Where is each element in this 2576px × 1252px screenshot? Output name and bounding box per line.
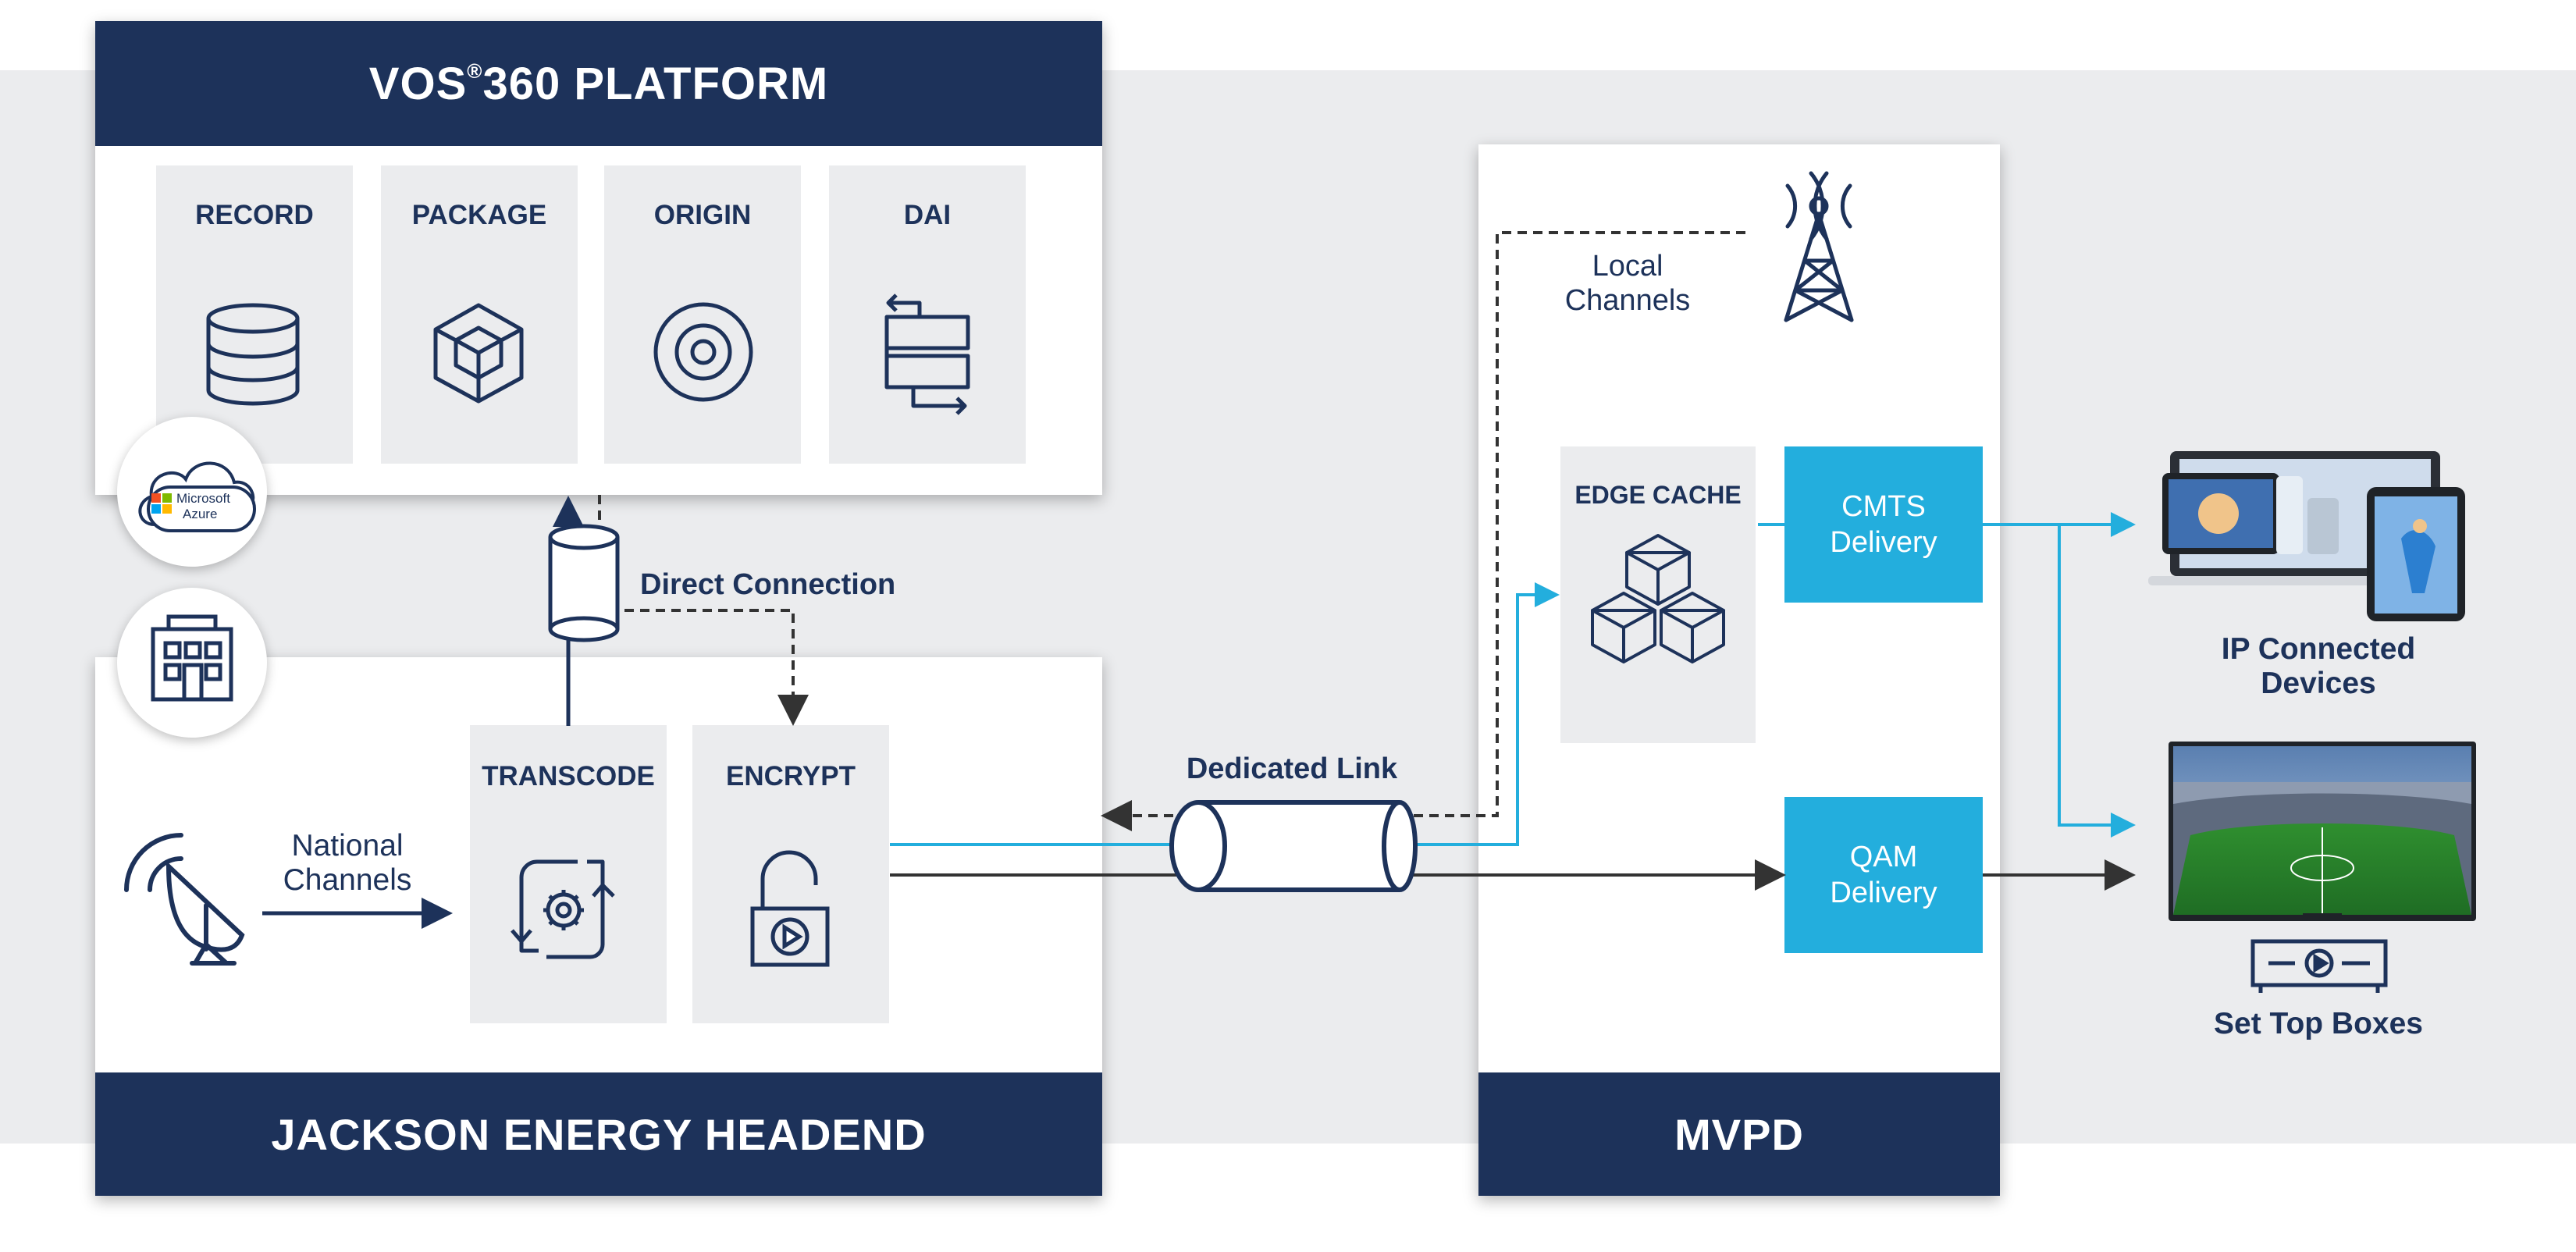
insertion-arrows-icon <box>884 293 970 415</box>
cube-icon <box>433 303 524 404</box>
cmts-to-set-top-line <box>2058 525 2136 838</box>
padlock-play-icon <box>750 850 830 967</box>
transcode-gear-icon <box>511 859 615 959</box>
local-channels-dashed-line <box>1101 231 1745 831</box>
satellite-dish-icon <box>124 833 245 966</box>
set-top-boxes-label: Set Top Boxes <box>2214 1007 2423 1040</box>
headend-panel: TRANSCODE ENCRYPT JACKSON ENERGY HEADEND <box>95 657 1102 1196</box>
platform-title-bar: VOS®360 PLATFORM <box>95 21 1102 146</box>
stadium-tv-image <box>2169 742 2476 921</box>
mvpd-title-bar: MVPD <box>1478 1072 2000 1196</box>
package-tile: PACKAGE <box>381 165 578 464</box>
dai-label: DAI <box>903 200 952 230</box>
database-icon <box>206 303 300 406</box>
cubes-icon <box>1591 534 1725 663</box>
azure-line-1: Microsoft <box>176 491 230 506</box>
dedicated-link-cylinder <box>1169 800 1418 892</box>
encrypt-label: ENCRYPT <box>726 761 856 791</box>
dedicated-link-label: Dedicated Link <box>1186 752 1398 785</box>
edge-cache-label: EDGE CACHE <box>1574 481 1742 509</box>
transcode-tile: TRANSCODE <box>470 725 667 1023</box>
building-badge <box>117 588 267 738</box>
direct-connection-label: Direct Connection <box>640 568 896 601</box>
platform-title: VOS®360 PLATFORM <box>368 58 829 109</box>
building-icon <box>151 614 233 702</box>
dai-tile: DAI <box>829 165 1026 464</box>
direct-connection-dashed-line <box>598 495 809 726</box>
microsoft-logo-icon <box>151 493 172 514</box>
transcode-label: TRANSCODE <box>482 761 655 791</box>
platform-panel: VOS®360 PLATFORM RECORD PACKAGE ORIGIN D… <box>95 21 1102 495</box>
headend-title-bar: JACKSON ENERGY HEADEND <box>95 1072 1102 1196</box>
origin-label: ORIGIN <box>653 200 752 230</box>
origin-tile: ORIGIN <box>604 165 801 464</box>
antenna-tower-icon <box>1784 171 1854 322</box>
target-icon <box>653 302 753 402</box>
encrypt-tile: ENCRYPT <box>692 725 889 1023</box>
ip-devices-image <box>2148 451 2465 621</box>
package-label: PACKAGE <box>411 200 547 230</box>
mvpd-title: MVPD <box>1674 1109 1804 1159</box>
azure-line-2: Azure <box>183 507 217 521</box>
headend-title: JACKSON ENERGY HEADEND <box>271 1109 927 1159</box>
set-top-box-icon <box>2250 939 2388 993</box>
record-tile: RECORD <box>156 165 353 464</box>
mvpd-panel: EDGE CACHE MVPD <box>1478 144 2000 1196</box>
record-label: RECORD <box>195 200 314 230</box>
direct-connection-cylinder <box>548 524 620 642</box>
